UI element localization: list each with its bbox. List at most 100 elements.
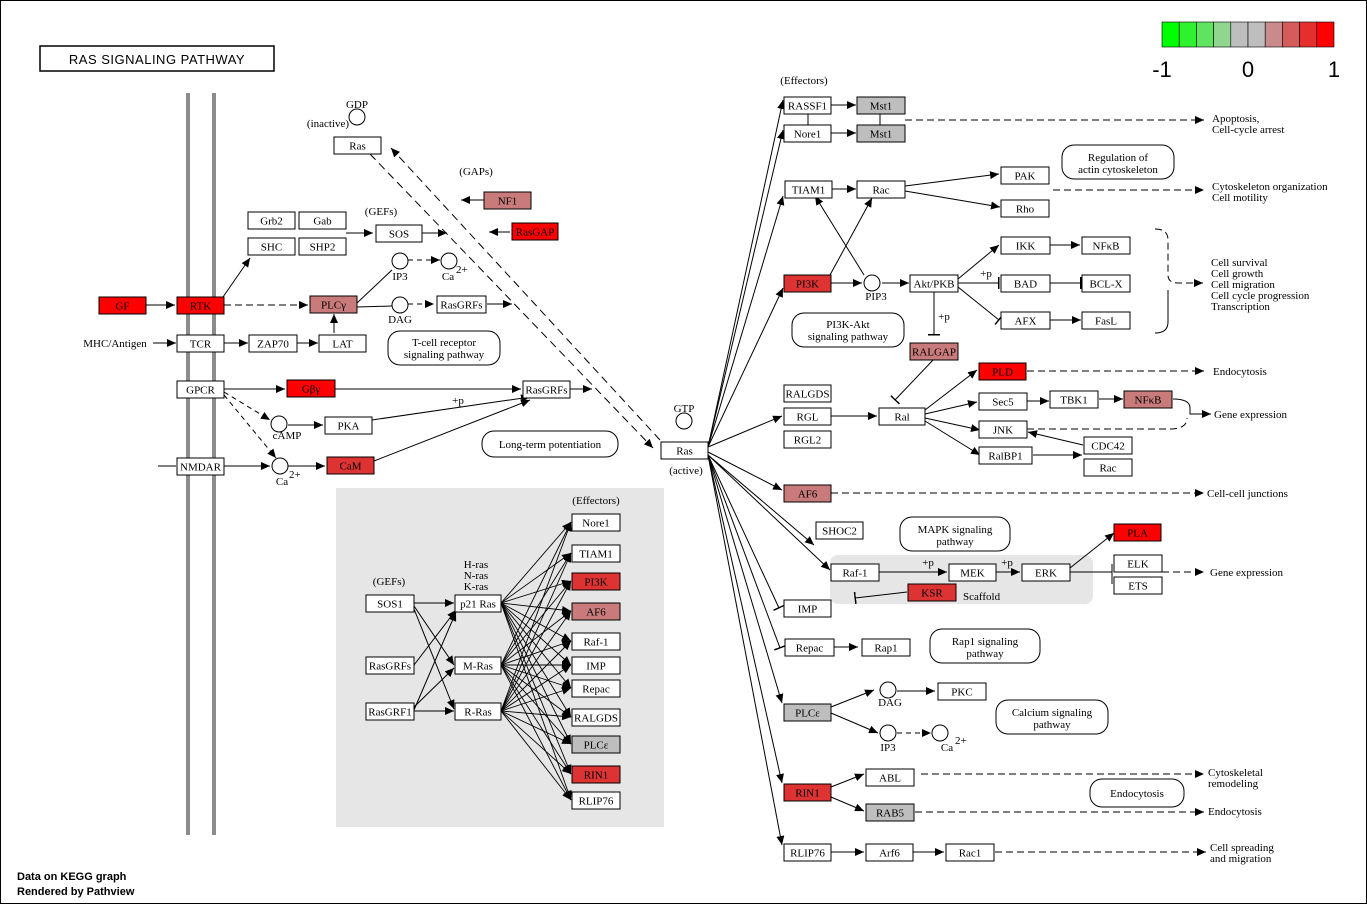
ksr-node[interactable]: KSR (907, 583, 957, 602)
nfkb2-node[interactable]: NFκB (1123, 390, 1173, 409)
pi3k-box[interactable] (783, 274, 832, 293)
pak-node[interactable]: PAK (1000, 166, 1050, 185)
ralgds-node[interactable]: RALGDS (783, 384, 832, 403)
imp-box[interactable] (783, 599, 832, 618)
mst1a-node[interactable]: Mst1 (856, 96, 906, 115)
gpcr-box[interactable] (176, 380, 225, 399)
elk-box[interactable] (1113, 554, 1163, 573)
arf6-box[interactable] (865, 843, 914, 862)
rin1-box[interactable] (783, 783, 832, 802)
sos-box[interactable] (375, 224, 423, 243)
plcg-node[interactable]: PLCγ (309, 295, 358, 314)
ralgds-box[interactable] (571, 708, 621, 727)
panel-nore1-node[interactable]: Nore1 (571, 513, 621, 532)
gab-node[interactable]: Gab (298, 211, 347, 230)
mst1a-box[interactable] (856, 96, 906, 115)
rap1-box[interactable] (861, 638, 911, 657)
rasgrfs2-box[interactable] (522, 380, 571, 399)
rac2-node[interactable]: Rac (1083, 458, 1133, 477)
shp2-box[interactable] (298, 237, 347, 256)
rac-node[interactable]: Rac (856, 180, 906, 199)
tbk1-box[interactable] (1049, 390, 1099, 409)
plce-node[interactable]: PLCε (783, 703, 832, 722)
gf-node[interactable]: GF (98, 296, 147, 315)
pld-node[interactable]: PLD (978, 362, 1027, 381)
erk-node[interactable]: ERK (1021, 563, 1071, 582)
bclx-node[interactable]: BCL-X (1081, 274, 1131, 293)
nf1-box[interactable] (483, 191, 532, 210)
cam-node[interactable]: CaM (326, 456, 375, 475)
ralbp1-node[interactable]: RalBP1 (978, 446, 1033, 465)
rgl2-box[interactable] (783, 430, 832, 449)
nmdar-node[interactable]: NMDAR (176, 457, 225, 476)
pi3k-node[interactable]: PI3K (783, 274, 832, 293)
mek-node[interactable]: MEK (948, 563, 997, 582)
cdc42-node[interactable]: CDC42 (1083, 436, 1133, 455)
rasgap-node[interactable]: RasGAP (511, 222, 559, 241)
ras-active-node[interactable]: Ras (660, 441, 709, 460)
ral-node[interactable]: Ral (878, 407, 926, 426)
af6-box[interactable] (783, 484, 832, 503)
plcg-box[interactable] (309, 295, 358, 314)
panel-tiam1-node[interactable]: TIAM1 (571, 544, 621, 563)
shoc2-box[interactable] (815, 521, 864, 540)
panel-rasgrfs-node[interactable]: RasGRFs (365, 656, 415, 675)
cam-box[interactable] (326, 456, 375, 475)
raf1-node[interactable]: Raf-1 (830, 563, 880, 582)
pkc-box[interactable] (937, 682, 987, 701)
rras-box[interactable] (454, 702, 502, 721)
panel-pi3k-node[interactable]: PI3K (571, 572, 621, 591)
p21ras-box[interactable] (454, 594, 502, 613)
imp-node[interactable]: IMP (783, 599, 832, 618)
aktpkb-box[interactable] (909, 274, 959, 293)
gpcr-node[interactable]: GPCR (176, 380, 225, 399)
panel-rasgrf1-node[interactable]: RasGRF1 (365, 702, 415, 721)
lat-node[interactable]: LAT (318, 334, 367, 353)
gbg-box[interactable] (286, 379, 336, 398)
rho-node[interactable]: Rho (1000, 199, 1050, 218)
repac-box[interactable] (784, 638, 835, 657)
rac-box[interactable] (856, 180, 906, 199)
rin1-box[interactable] (571, 765, 621, 784)
zap70-box[interactable] (248, 334, 298, 353)
nfkb-box[interactable] (1081, 236, 1131, 255)
tiam1-box[interactable] (571, 544, 621, 563)
bad-node[interactable]: BAD (1000, 274, 1051, 293)
grb2-node[interactable]: Grb2 (247, 211, 296, 230)
panel-rlip76-node[interactable]: RLIP76 (571, 791, 621, 810)
nore1-box[interactable] (571, 513, 621, 532)
nore1-node[interactable]: Nore1 (783, 124, 832, 143)
afx-node[interactable]: AFX (1000, 311, 1051, 330)
af6-box[interactable] (571, 602, 621, 621)
bad-box[interactable] (1000, 274, 1051, 293)
raf1-box[interactable] (830, 563, 880, 582)
rab5-node[interactable]: RAB5 (865, 803, 915, 822)
ralgds-box[interactable] (783, 384, 832, 403)
ets-box[interactable] (1113, 576, 1163, 595)
imp-box[interactable] (571, 656, 621, 675)
jnk-box[interactable] (978, 420, 1028, 439)
shc-node[interactable]: SHC (247, 237, 296, 256)
ltp-pathway-link[interactable] (481, 430, 619, 458)
arf6-node[interactable]: Arf6 (865, 843, 914, 862)
mst1b-box[interactable] (856, 124, 906, 143)
jnk-node[interactable]: JNK (978, 420, 1028, 439)
sec5-node[interactable]: Sec5 (978, 392, 1028, 411)
mst1b-node[interactable]: Mst1 (856, 124, 906, 143)
abl-box[interactable] (865, 768, 915, 787)
ikk-box[interactable] (1000, 236, 1051, 255)
tiam1-node[interactable]: TIAM1 (784, 180, 833, 199)
abl-node[interactable]: ABL (865, 768, 915, 787)
panel-imp-node[interactable]: IMP (571, 656, 621, 675)
panel-p21ras-node[interactable]: p21 Ras (454, 594, 502, 613)
shp2-node[interactable]: SHP2 (298, 237, 347, 256)
rin1-node[interactable]: RIN1 (783, 783, 832, 802)
ets-node[interactable]: ETS (1113, 576, 1163, 595)
grb2-box[interactable] (247, 211, 296, 230)
erk-box[interactable] (1021, 563, 1071, 582)
tiam1-box[interactable] (784, 180, 833, 199)
rasgrf1-box[interactable] (365, 702, 415, 721)
rasgrfs2-node[interactable]: RasGRFs (522, 380, 571, 399)
pak-box[interactable] (1000, 166, 1050, 185)
rasgrfs-node[interactable]: RasGRFs (436, 295, 487, 314)
